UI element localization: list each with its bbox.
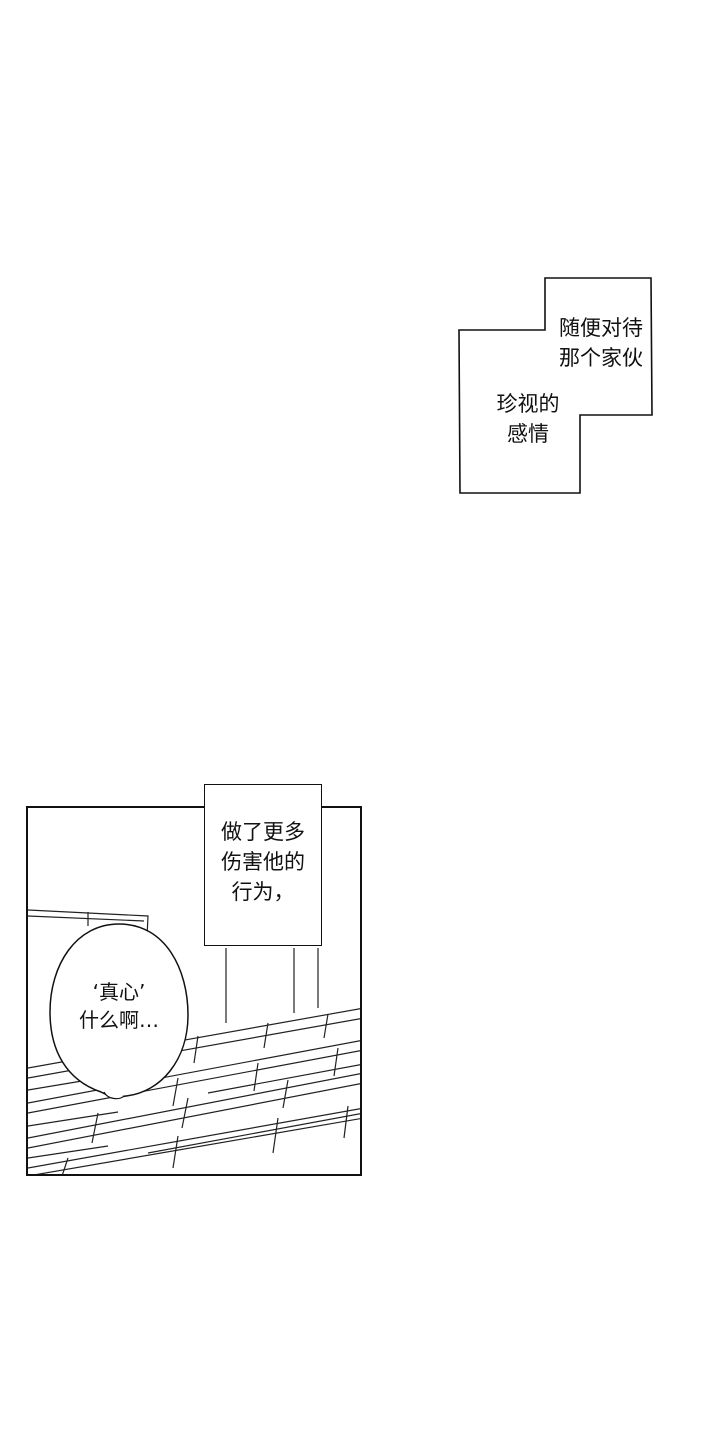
caption-box-outline xyxy=(458,277,653,494)
caption-text-lower: 珍视的 感情 xyxy=(496,392,560,446)
speech-balloon-outline xyxy=(49,923,189,1100)
caption-text-upper: 随便对待 那个家伙 xyxy=(559,316,643,370)
panel-caption-text: 做了更多 伤害他的 行为， xyxy=(221,820,305,904)
speech-balloon-text: ‘真心’ 什么啊… xyxy=(79,980,159,1032)
speech-balloon: ‘真心’ 什么啊… xyxy=(46,920,192,1100)
panel-caption-box: 做了更多 伤害他的 行为， xyxy=(204,784,322,946)
narration-caption-box: 随便对待 那个家伙 珍视的 感情 xyxy=(455,275,655,497)
